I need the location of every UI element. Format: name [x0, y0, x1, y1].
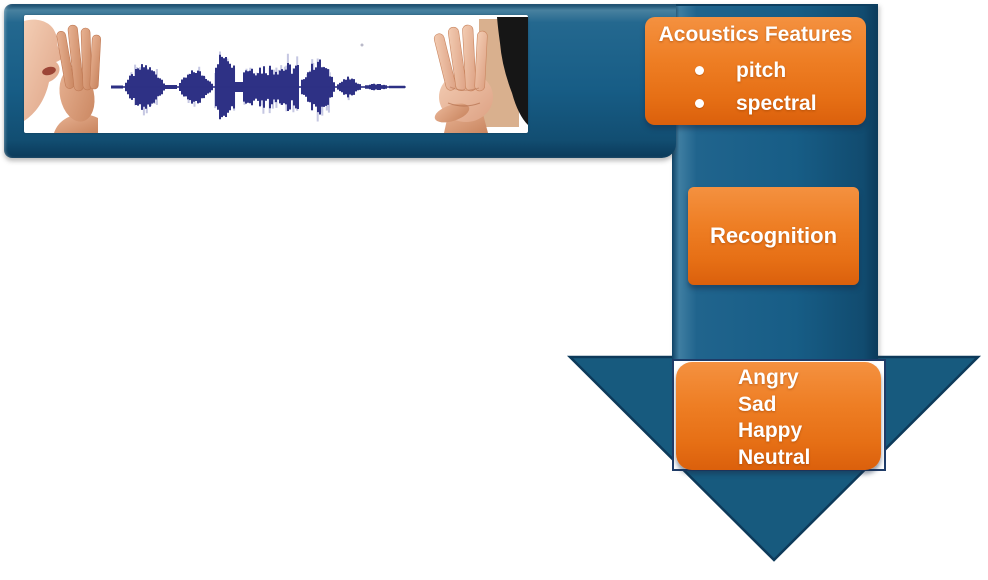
bullet-label: pitch [736, 59, 787, 82]
audio-waveform-icon [111, 51, 406, 122]
emotions-box: Angry Sad Happy Neutral [676, 362, 881, 470]
acoustics-features-title: Acoustics Features [658, 23, 853, 46]
bullet-item-spectral: spectral [645, 87, 866, 120]
hand-to-ear-icon [433, 17, 528, 133]
speaking-person-icon [24, 19, 102, 133]
speech-panel [24, 15, 528, 133]
bullet-item-pitch: pitch [645, 54, 866, 87]
recognition-box: Recognition [688, 187, 859, 285]
emotion-label-neutral: Neutral [738, 445, 811, 469]
emotion-label-sad: Sad [738, 392, 777, 416]
emotion-label-angry: Angry [738, 366, 799, 389]
flow-bar [4, 4, 676, 158]
emotion-label-happy: Happy [738, 419, 803, 442]
bullet-dot-icon [695, 66, 704, 75]
acoustics-features-box: Acoustics Features pitch spectral [645, 17, 866, 125]
bullet-label: spectral [736, 92, 817, 115]
bullet-dot-icon [695, 99, 704, 108]
